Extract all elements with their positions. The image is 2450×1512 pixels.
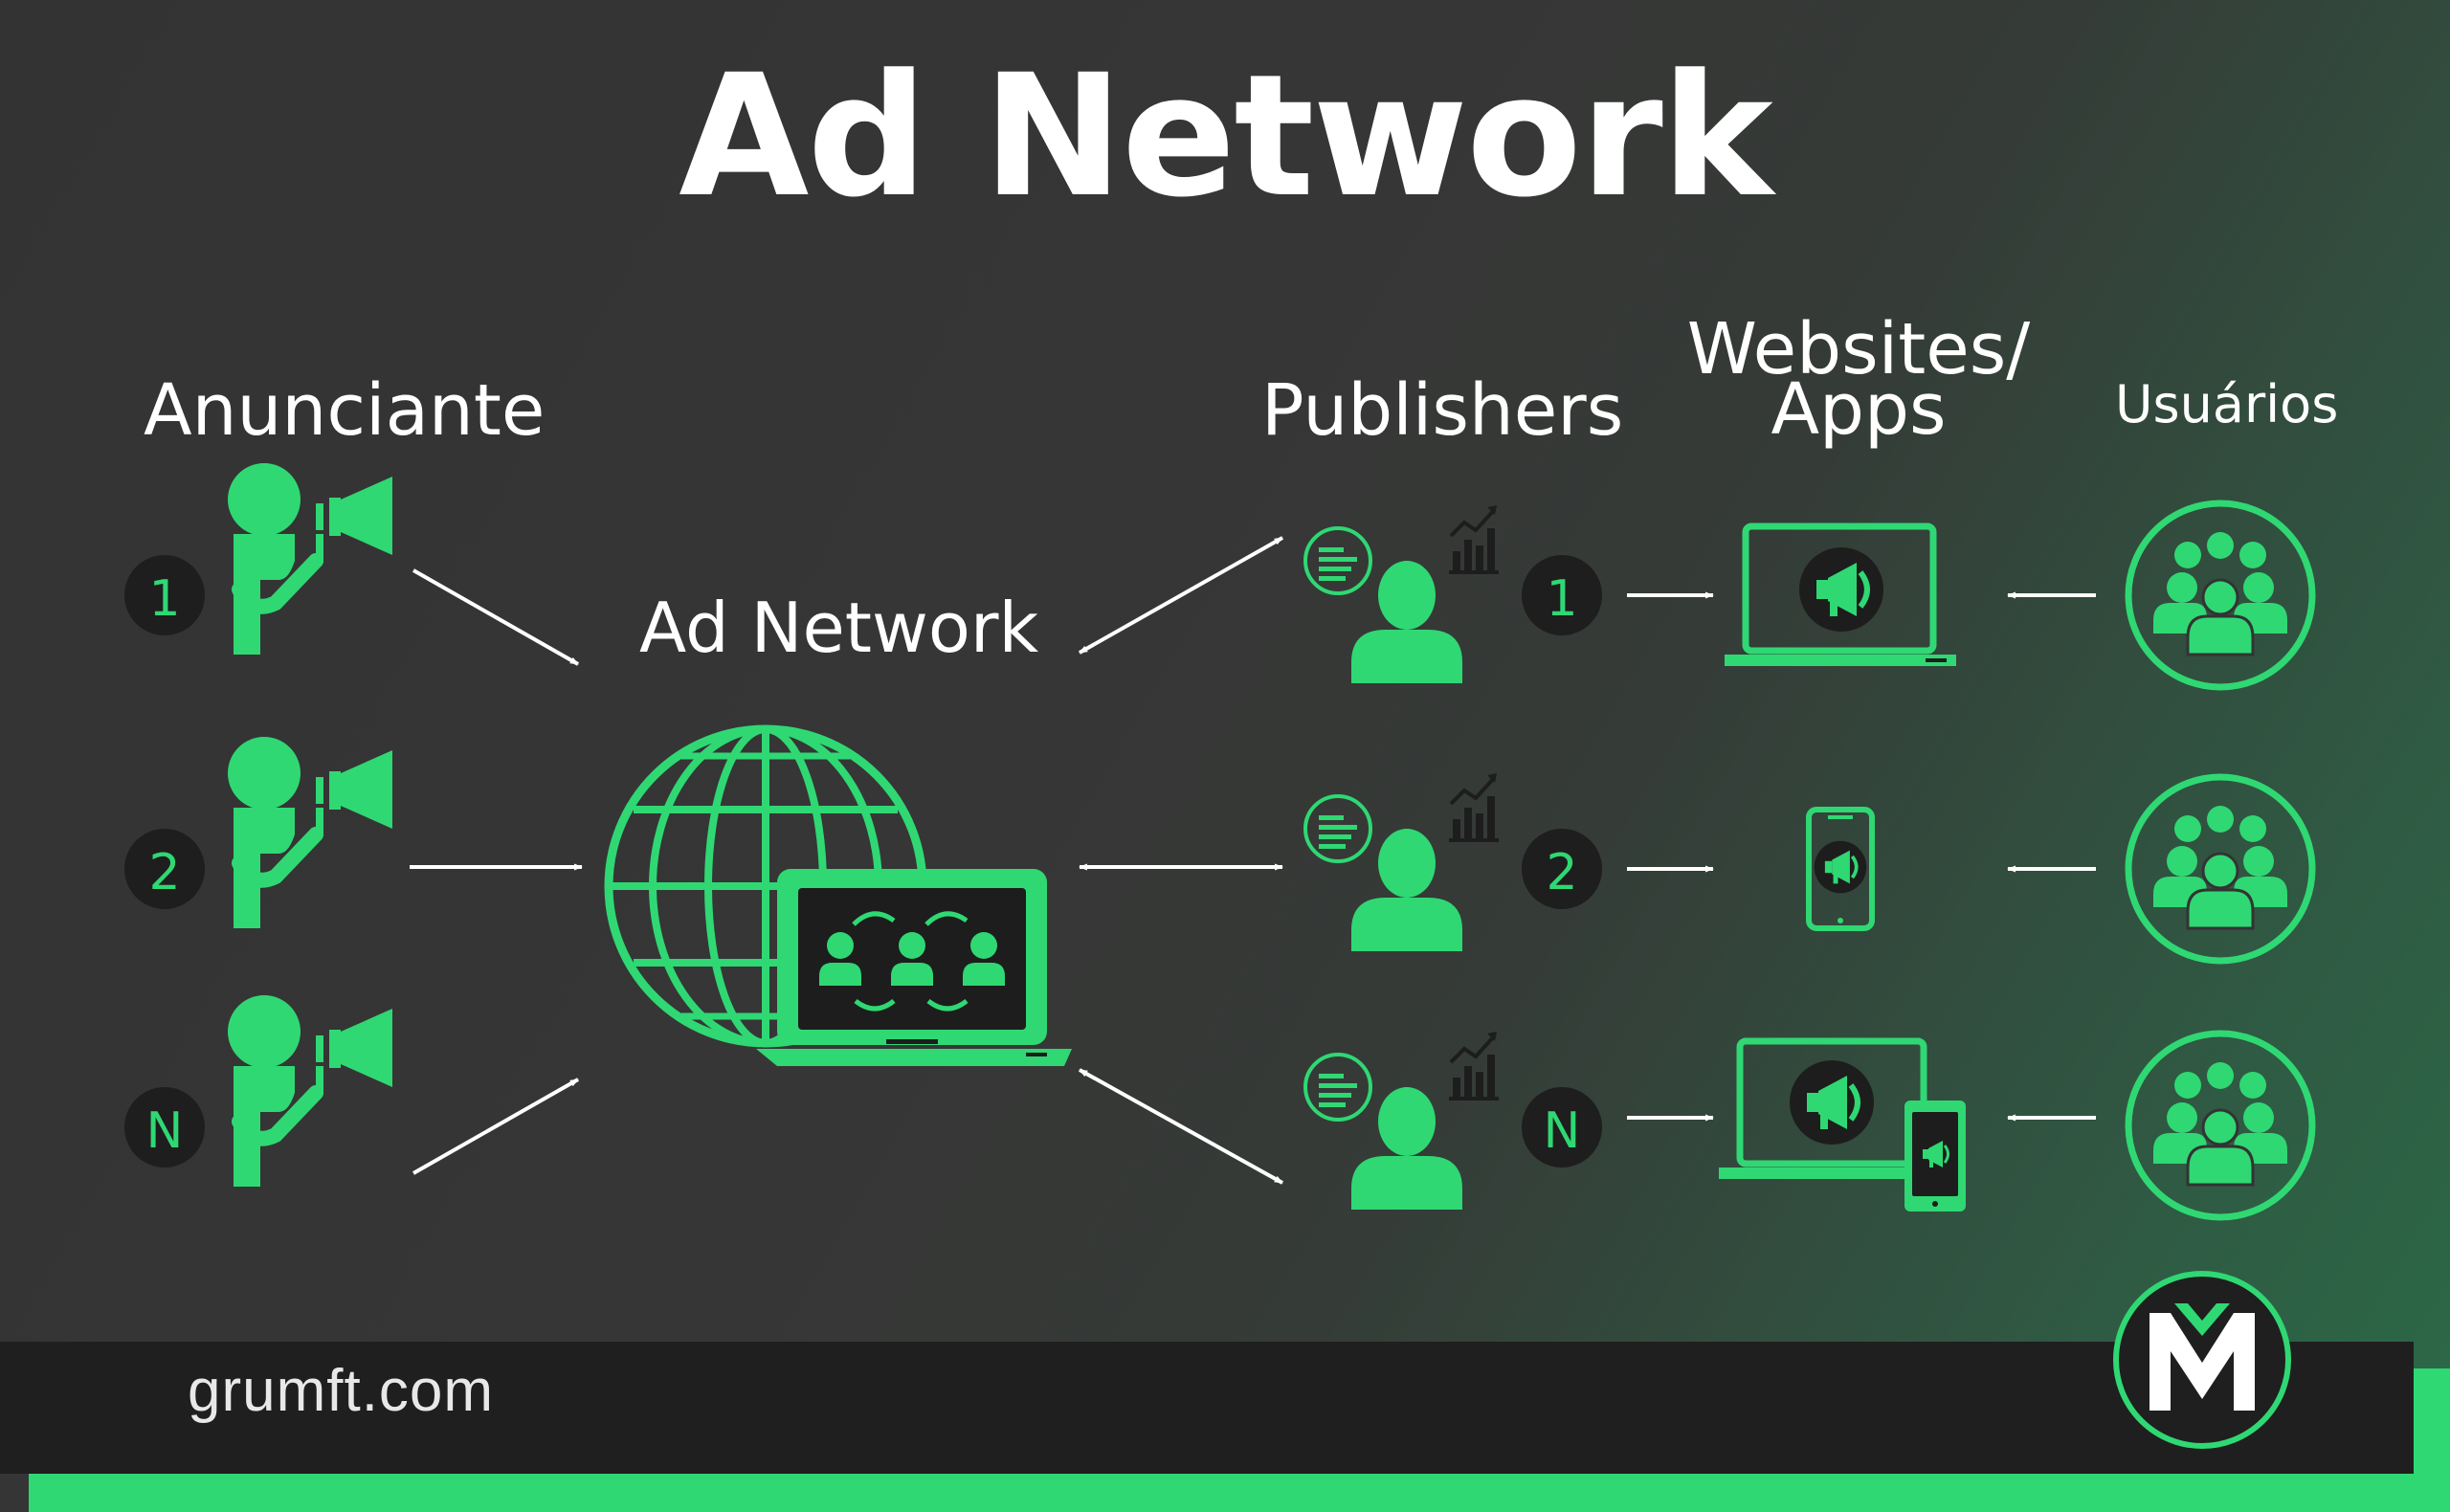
phone-ad-icon	[1806, 807, 1875, 931]
row-badge-1-label: 1	[148, 570, 180, 628]
arrow-advertiser-n-to-network	[412, 1078, 579, 1175]
row-badge-n-label: N	[146, 1102, 184, 1160]
column-heading-anunciante: Anunciante	[144, 369, 546, 452]
advertiser-megaphone-icon	[228, 737, 392, 928]
advertiser-megaphone-icon	[228, 995, 392, 1187]
advertiser-row-2: 2	[124, 737, 392, 928]
publisher-icon	[1303, 503, 1501, 685]
publisher-icon	[1303, 1030, 1501, 1212]
advertiser-row-1: 1	[124, 463, 392, 655]
row-badge-2	[124, 829, 205, 909]
arrow-network-publisher-n	[1079, 1068, 1283, 1185]
globe-laptop-network-icon	[604, 724, 1072, 1066]
publisher-badge-1	[1522, 555, 1602, 635]
users-group-icon	[2128, 1034, 2312, 1217]
logo-icon	[2113, 1271, 2291, 1449]
column-heading-websites-apps: Websites/ Apps	[1686, 308, 2031, 451]
footer-accent-strip-right	[2414, 1368, 2450, 1474]
footer-bar	[0, 1342, 2414, 1474]
column-heading-websites-line2: Apps	[1771, 367, 1947, 451]
ad-network-label: Ad Network	[639, 588, 1039, 668]
publisher-icon	[1303, 771, 1501, 953]
laptop-ad-icon	[1725, 523, 1956, 666]
users-group-icon	[2128, 503, 2312, 687]
laptop-phone-ad-icon	[1719, 1037, 1966, 1212]
users-group-icon	[2128, 777, 2312, 961]
row-badge-n	[124, 1087, 205, 1167]
column-heading-publishers: Publishers	[1261, 369, 1624, 452]
row-badge-1	[124, 555, 205, 635]
column-heading-usuarios: Usuários	[2115, 374, 2339, 434]
arrow-advertiser-1-to-network	[412, 568, 579, 666]
row-badge-2-label: 2	[148, 844, 180, 901]
footer-accent-strip	[29, 1474, 2450, 1512]
arrow-network-publisher-1	[1079, 536, 1283, 655]
page-title: Ad Network	[679, 38, 1773, 234]
publisher-badge-1-label: 1	[1546, 570, 1577, 628]
footer-site-link[interactable]: grumft.com	[188, 1358, 495, 1424]
publisher-badge-2	[1522, 829, 1602, 909]
advertiser-row-n: N	[124, 995, 392, 1187]
publisher-badge-n-label: N	[1544, 1102, 1581, 1160]
column-heading-websites-line1: Websites/	[1686, 308, 2031, 390]
publisher-badge-2-label: 2	[1546, 844, 1577, 901]
advertiser-megaphone-icon	[228, 463, 392, 655]
publisher-badge-n	[1522, 1087, 1602, 1167]
